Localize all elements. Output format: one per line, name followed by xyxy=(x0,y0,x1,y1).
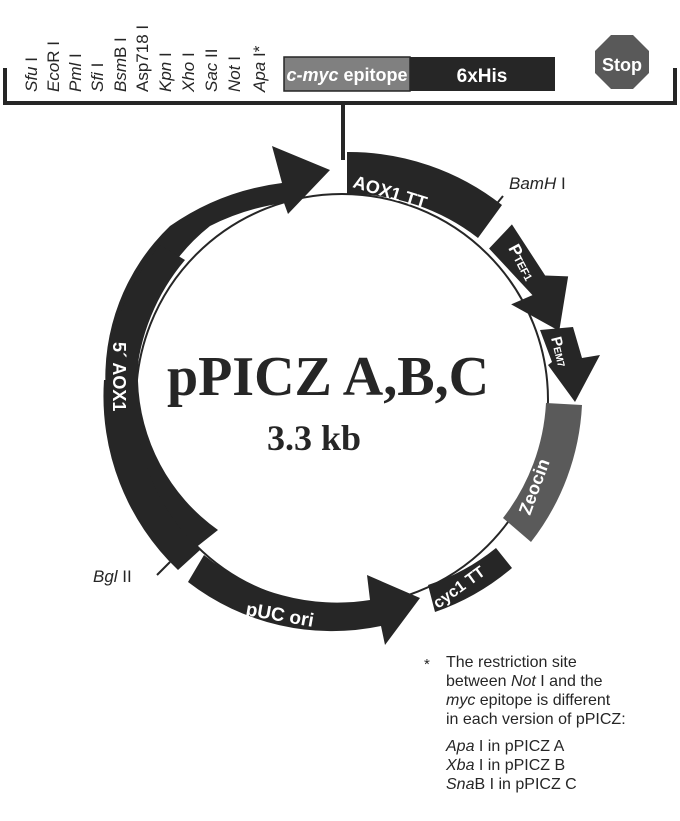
plasmid-size: 3.3 kb xyxy=(267,418,361,458)
svg-text:c-myc epitope: c-myc epitope xyxy=(286,65,407,85)
svg-text:BamH I: BamH I xyxy=(509,174,566,193)
ptef1-promoter-arrow: PTEF1 xyxy=(489,224,569,332)
mcs-site: Not I xyxy=(225,56,244,92)
version-list: Apa I in pPICZ A Xba I in pPICZ B SnaB I… xyxy=(446,737,680,794)
footnote-asterisk: * xyxy=(424,656,430,673)
footnote: * The restriction site between Not I and… xyxy=(424,653,680,794)
version-item: SnaB I in pPICZ C xyxy=(446,776,577,793)
cmyc-epitope-box: c-myc epitope xyxy=(283,56,411,92)
mcs-site: EcoR I xyxy=(44,41,63,92)
mcs-site: BsmB I xyxy=(111,37,130,92)
svg-text:Stop: Stop xyxy=(602,55,642,75)
aox1-tt-block: AOX1 TT xyxy=(347,151,502,238)
svg-text:PEM7: PEM7 xyxy=(547,335,571,369)
stop-codon-octagon: Stop xyxy=(595,35,649,89)
footnote-body: The restriction site between Not I and t… xyxy=(446,654,626,728)
mcs-bracket xyxy=(3,68,677,160)
mcs-site: Sac II xyxy=(202,49,221,92)
version-item: Apa I in pPICZ A xyxy=(446,738,565,755)
mcs-site: Pml I xyxy=(66,53,85,92)
mcs-site: Xho I xyxy=(179,52,198,93)
mcs-site-list: Sfu I EcoR I Pml I Sfi I BsmB I Asp718 I… xyxy=(22,25,269,93)
mcs-site: Sfu I xyxy=(22,57,41,92)
mcs-site: Apa I* xyxy=(250,45,269,93)
version-item: Xba I in pPICZ B xyxy=(446,757,566,774)
pem7-promoter-arrow: PEM7 xyxy=(540,327,600,402)
zeocin-resistance-block: Zeocin xyxy=(503,403,582,542)
svg-text:6xHis: 6xHis xyxy=(457,66,508,87)
mcs-site: Kpn I xyxy=(156,52,175,92)
svg-text:5´ AOX1: 5´ AOX1 xyxy=(109,342,129,411)
his-tag-box: 6xHis xyxy=(410,57,555,91)
bamh1-site: BamH I xyxy=(489,174,566,213)
plasmid-name: pPICZ A,B,C xyxy=(167,346,489,408)
svg-text:Bgl II: Bgl II xyxy=(93,567,132,586)
mcs-site: Asp718 I xyxy=(133,25,152,92)
mcs-site: Sfi I xyxy=(88,63,107,92)
aox1-promoter-arrow: 5´ AOX1 xyxy=(103,146,331,570)
bgl2-site: Bgl II xyxy=(93,561,171,586)
